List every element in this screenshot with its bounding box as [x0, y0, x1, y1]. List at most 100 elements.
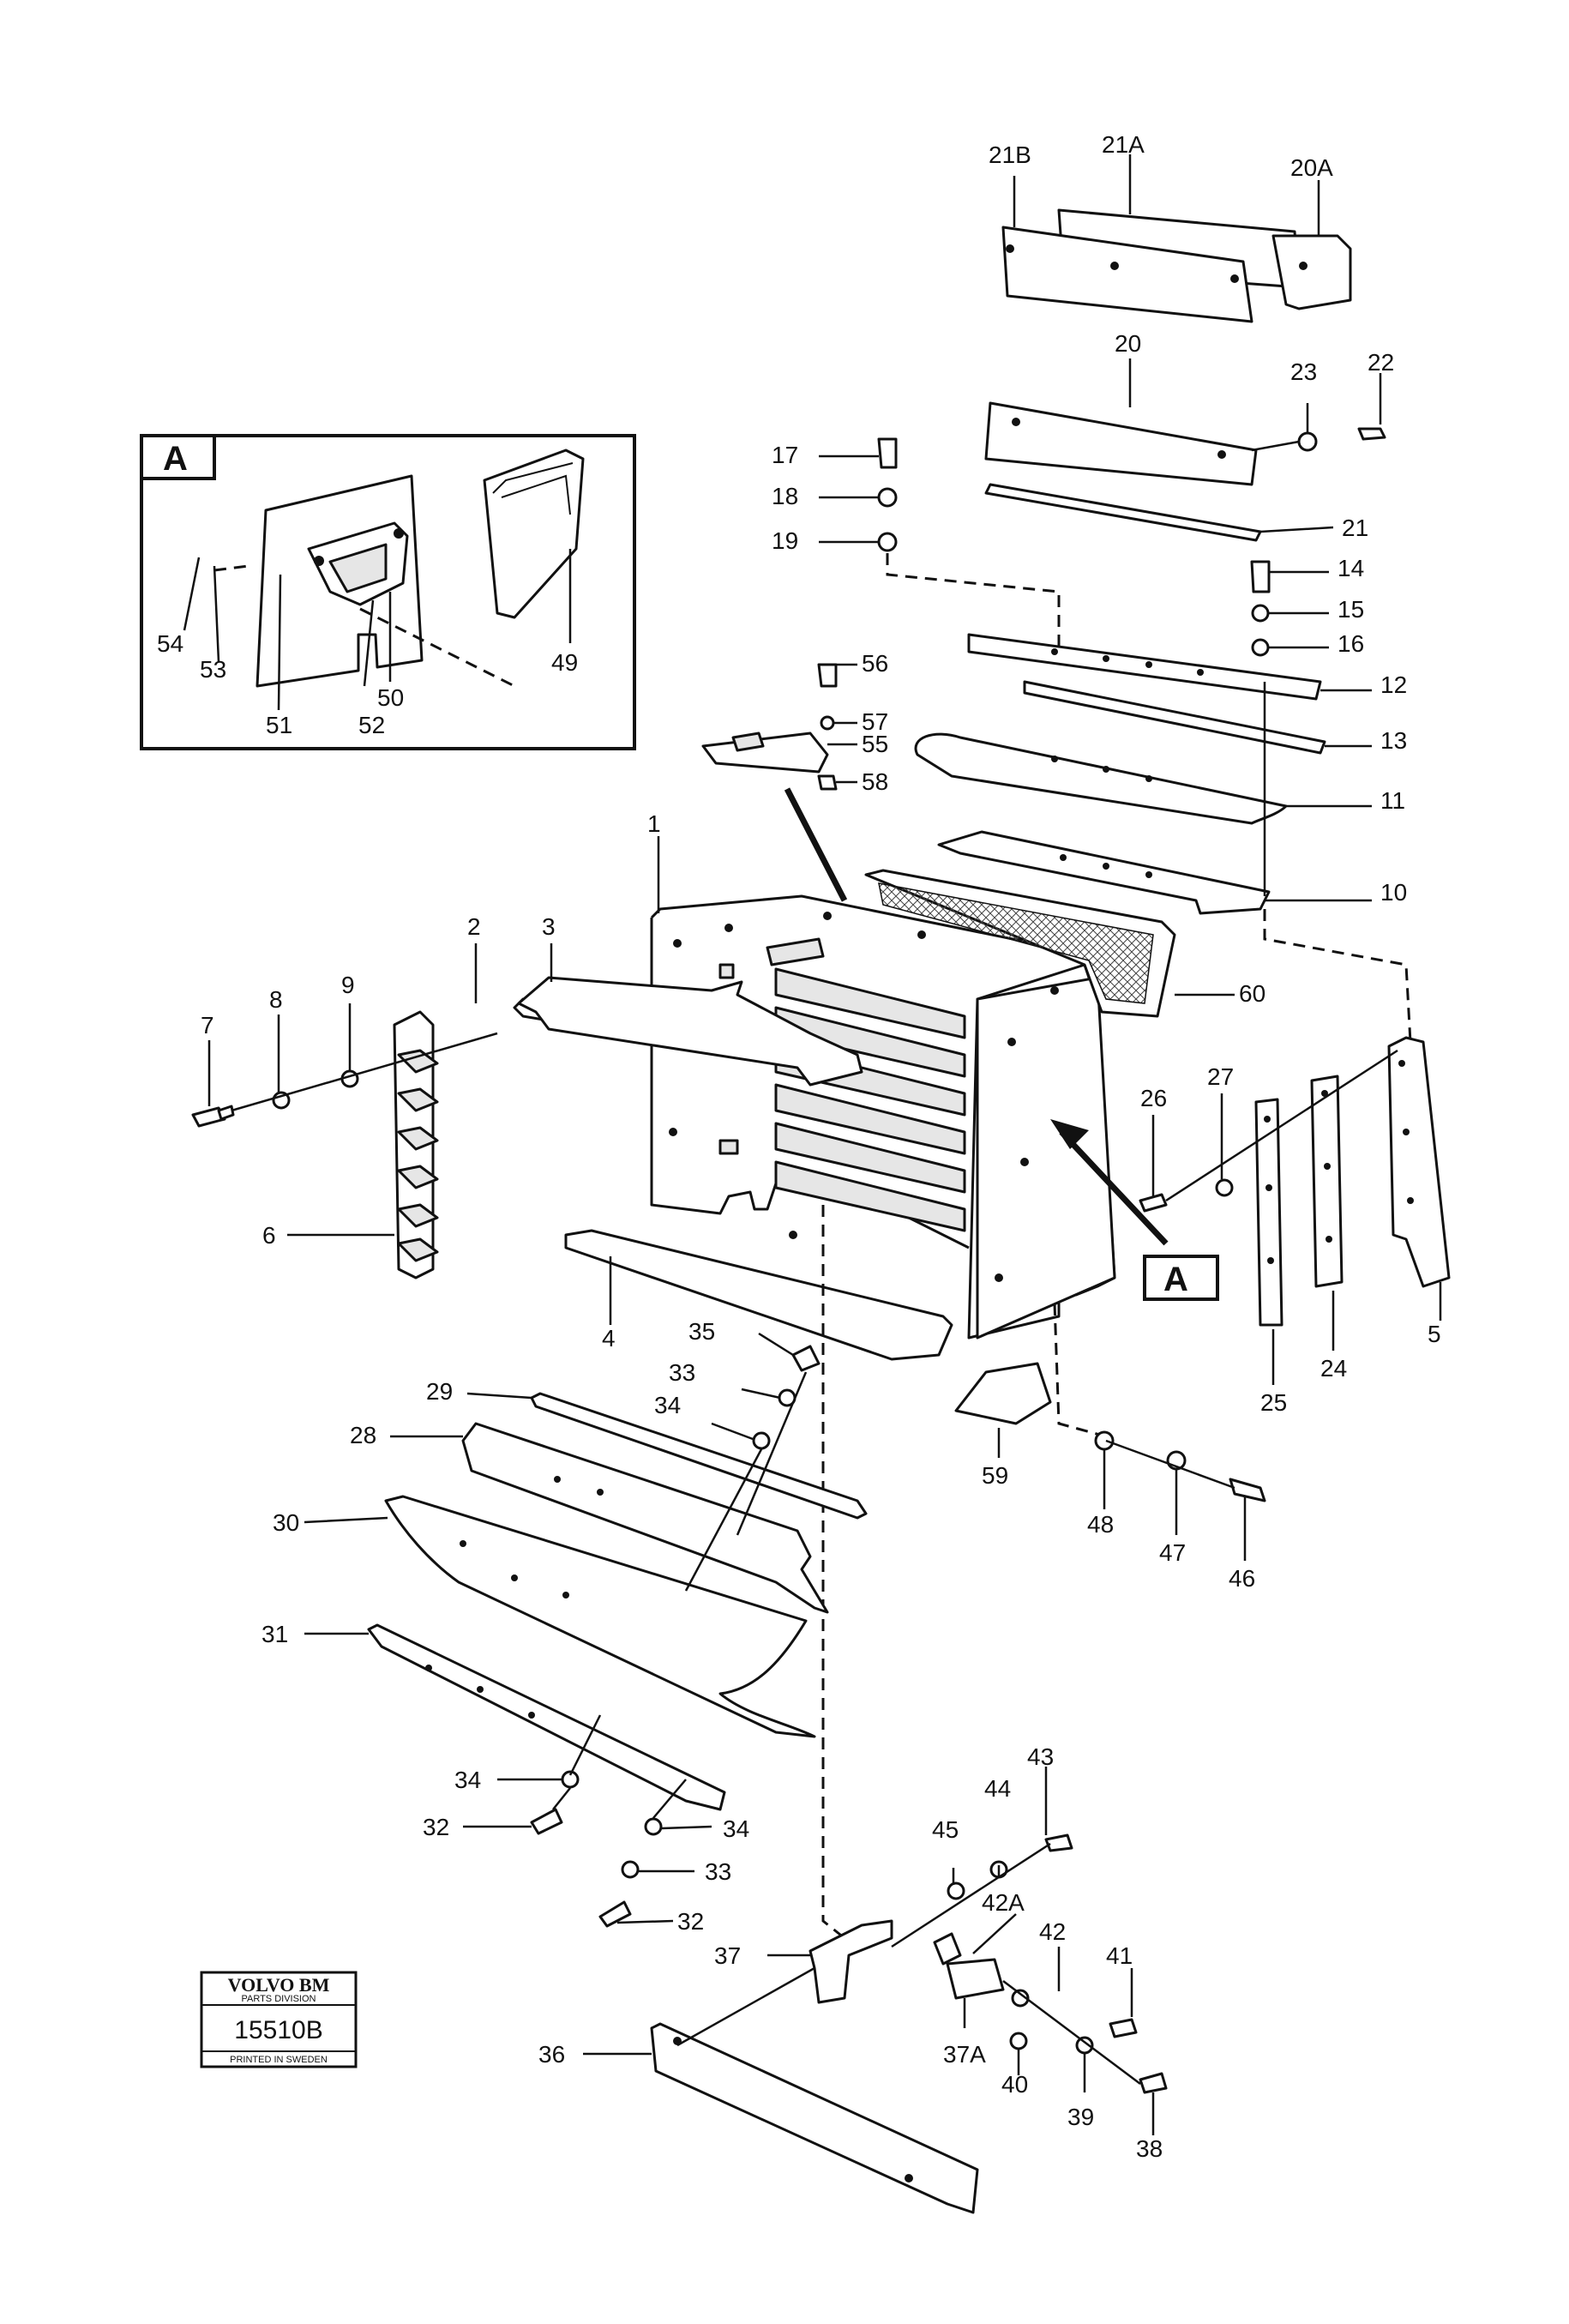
callout-27: 27 — [1207, 1063, 1234, 1090]
screen-60 — [864, 869, 1235, 1018]
part-37 — [809, 1919, 893, 2004]
right-brackets — [1139, 1036, 1451, 1385]
callout-14: 14 — [1338, 555, 1364, 581]
view-arrow-a: A — [1050, 1119, 1219, 1301]
callout-49: 49 — [551, 649, 578, 676]
callout-55: 55 — [862, 731, 888, 757]
callout-5: 5 — [1428, 1321, 1441, 1347]
callout-22: 22 — [1368, 349, 1394, 376]
fasteners-14-16 — [1250, 560, 1329, 657]
callout-42: 42 — [1039, 1918, 1066, 1945]
callout-44: 44 — [984, 1775, 1011, 1802]
callout-21b: 21B — [989, 141, 1031, 168]
part-4 — [564, 1229, 953, 1361]
callout-35: 35 — [688, 1318, 715, 1345]
top-brackets — [1001, 154, 1352, 323]
fasteners-17-19 — [819, 437, 1061, 647]
part-20-group — [984, 358, 1386, 542]
callout-10: 10 — [1380, 879, 1407, 906]
part-10 — [937, 830, 1271, 915]
cover-49 — [483, 449, 585, 619]
callout-8: 8 — [269, 986, 283, 1013]
detail-a-frame — [140, 434, 636, 750]
stamp-code: 15510B — [234, 2016, 322, 2044]
callout-45: 45 — [932, 1816, 959, 1843]
part-20a — [1271, 234, 1352, 310]
callout-47: 47 — [1159, 1539, 1186, 1566]
fasteners-32-35 — [463, 1332, 821, 1928]
part-24 — [1310, 1075, 1344, 1288]
callout-29: 29 — [426, 1378, 453, 1405]
callout-40: 40 — [1001, 2071, 1028, 2098]
callout-labels: 1 2 3 4 5 6 7 8 9 10 11 12 13 14 15 16 1… — [157, 131, 1441, 2162]
part-30 — [384, 1495, 816, 1738]
detail-a-label: A — [163, 440, 188, 478]
callout-32-left: 32 — [423, 1814, 449, 1840]
callout-9: 9 — [341, 972, 355, 998]
part-6 — [287, 1010, 439, 1279]
callout-32-right: 32 — [677, 1908, 704, 1935]
part-42a — [933, 1932, 962, 1966]
callout-60: 60 — [1239, 980, 1265, 1007]
callout-34-right: 34 — [723, 1815, 749, 1842]
stamp-brand: VOLVO BM — [228, 1974, 330, 1996]
callout-41: 41 — [1106, 1942, 1133, 1969]
part-21 — [984, 483, 1262, 542]
part-28 — [461, 1422, 829, 1614]
callout-37: 37 — [714, 1942, 741, 1969]
callout-51: 51 — [266, 712, 292, 738]
plate-55-group — [701, 663, 857, 902]
callout-53: 53 — [200, 656, 226, 683]
part-21b — [1001, 226, 1253, 323]
callout-38: 38 — [1136, 2135, 1163, 2162]
callout-16: 16 — [1338, 630, 1364, 657]
callout-12: 12 — [1380, 671, 1407, 698]
housing-1 — [650, 836, 1116, 1340]
part-59 — [954, 1362, 1052, 1425]
detail-a-inset: A — [140, 434, 636, 750]
callout-52: 52 — [358, 712, 385, 738]
callout-11: 11 — [1380, 787, 1405, 814]
callout-33-bottom: 33 — [705, 1858, 731, 1885]
callout-24: 24 — [1320, 1355, 1347, 1382]
bars-2-3 — [474, 943, 863, 1087]
part-20 — [984, 401, 1258, 486]
callout-26: 26 — [1140, 1085, 1167, 1111]
callout-33-top: 33 — [669, 1359, 695, 1386]
callout-42a: 42A — [982, 1889, 1025, 1916]
callout-34-left: 34 — [454, 1767, 481, 1793]
callout-50: 50 — [377, 684, 404, 711]
callout-43: 43 — [1027, 1743, 1054, 1770]
callout-21: 21 — [1342, 515, 1368, 541]
plate-55 — [701, 732, 829, 774]
callout-21a: 21A — [1102, 131, 1145, 158]
callout-30: 30 — [273, 1509, 299, 1536]
part-31 — [367, 1623, 726, 1811]
callout-39: 39 — [1067, 2104, 1094, 2130]
part-37a — [946, 1958, 1005, 2000]
callout-48: 48 — [1087, 1511, 1114, 1538]
callout-20: 20 — [1115, 330, 1141, 357]
callout-25: 25 — [1260, 1389, 1287, 1416]
callout-17: 17 — [772, 442, 798, 468]
parts-division-stamp: VOLVO BM PARTS DIVISION 15510B PRINTED I… — [200, 1971, 358, 2068]
callout-4: 4 — [602, 1325, 616, 1352]
housing-side-panel — [976, 976, 1116, 1340]
callout-18: 18 — [772, 483, 798, 509]
part-13 — [1023, 680, 1326, 755]
callout-28: 28 — [350, 1422, 376, 1448]
callout-15: 15 — [1338, 596, 1364, 623]
callout-7: 7 — [201, 1012, 214, 1039]
callout-58: 58 — [862, 768, 888, 795]
callout-46: 46 — [1229, 1565, 1255, 1592]
part-11 — [914, 732, 1288, 825]
callout-56: 56 — [862, 650, 888, 677]
fasteners-7-9 — [191, 1003, 498, 1128]
callout-2: 2 — [467, 913, 481, 940]
callout-13: 13 — [1380, 727, 1407, 754]
callout-34-top: 34 — [654, 1392, 681, 1418]
part-5 — [1387, 1036, 1451, 1288]
callout-1: 1 — [647, 810, 661, 837]
